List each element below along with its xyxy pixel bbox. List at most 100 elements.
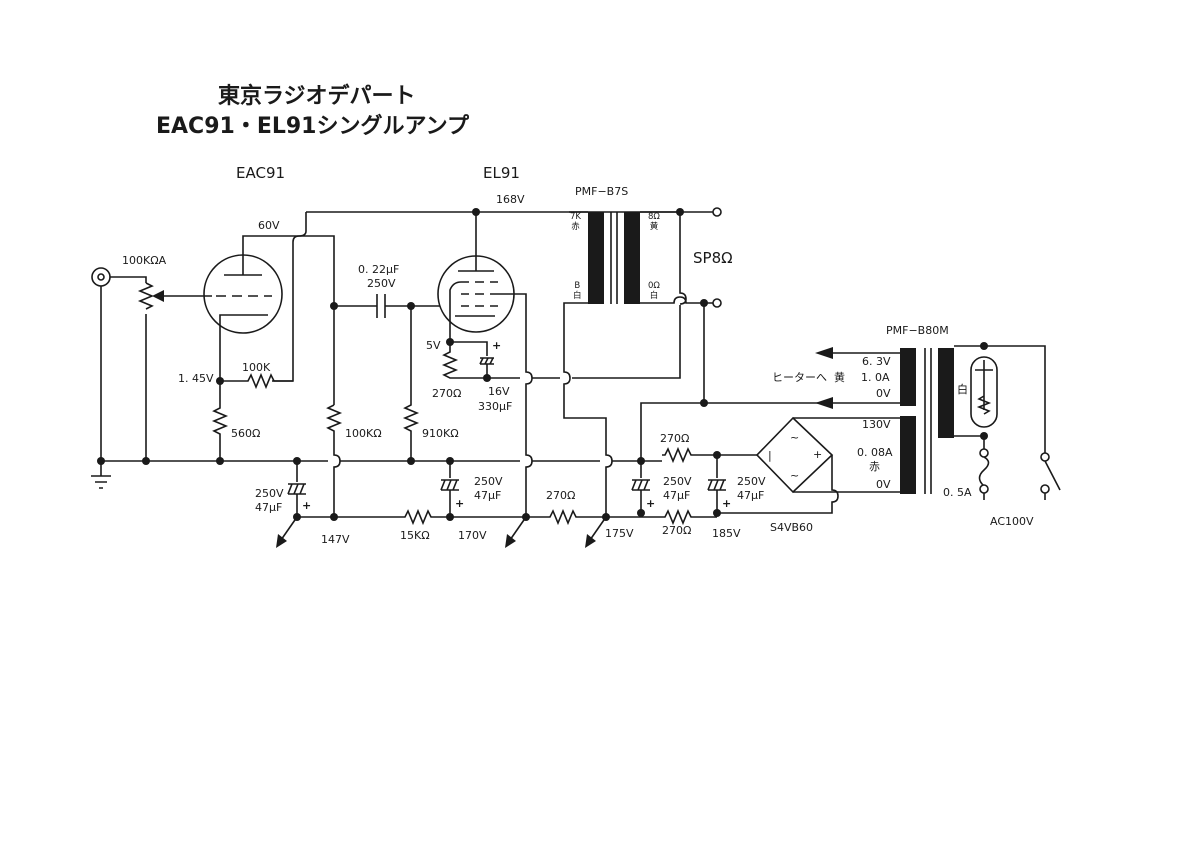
bridge-ac: ~ (790, 469, 800, 482)
bridge-plus: + (813, 448, 823, 461)
title-line1: 東京ラジオデパート (218, 84, 416, 109)
eac91-cathode (219, 314, 268, 381)
ht-voltage: 130V (862, 418, 891, 431)
cap3-value: 47μF (663, 489, 691, 502)
plus-mark: + (302, 499, 312, 512)
coupling-cap-voltage: 250V (367, 277, 396, 290)
coupling-cap-value: 0. 22μF (358, 263, 400, 276)
volume-label: 100KΩA (122, 254, 167, 267)
ground-symbol (91, 461, 111, 489)
filter-cap-4 (707, 455, 726, 513)
cathode-resistor-270-label: 270Ω (432, 387, 462, 400)
tube-label-el91: EL91 (483, 164, 520, 182)
v2-plate-voltage: 168V (496, 193, 525, 206)
ht-0v: 0V (876, 478, 891, 491)
filter-cap-1 (287, 461, 306, 517)
cap3-voltage: 250V (663, 475, 692, 488)
cap2-value: 47μF (474, 489, 502, 502)
title-line2: EAC91・EL91シングルアンプ (156, 114, 469, 139)
mains-label: AC100V (990, 515, 1034, 528)
plate1-load-wire (299, 235, 335, 405)
cap4-voltage: 250V (737, 475, 766, 488)
heater-current: 1. 0A (861, 371, 890, 384)
grid-resistor-910k (402, 306, 420, 461)
filter-cap-3 (631, 461, 650, 513)
input-jack (91, 267, 111, 287)
sp-return-wire (640, 296, 713, 304)
screen-wire (498, 293, 533, 517)
chassis-arrow-icon (276, 534, 287, 548)
volume-pot (137, 282, 155, 310)
plus-mark: + (722, 497, 732, 510)
decouple-15k-label: 15KΩ (400, 529, 430, 542)
ht-color: 赤 (869, 460, 880, 473)
cathode-resistor-560-label: 560Ω (231, 427, 261, 440)
bridge-ac: ~ (790, 431, 800, 444)
tube-label-eac91: EAC91 (236, 164, 286, 182)
pt-primary-winding (938, 348, 954, 438)
bypass-cap-value: 330μF (478, 400, 513, 413)
cap4-value: 47μF (737, 489, 765, 502)
plus-mark: + (492, 339, 502, 352)
plate-load-label: 100KΩ (345, 427, 382, 440)
chassis-arrow-icon (585, 534, 596, 548)
v1-cathode-voltage: 1. 45V (178, 372, 214, 385)
plate-load-resistor-100k (325, 404, 343, 517)
cathode-resistor-560 (211, 381, 229, 461)
plus-mark: + (646, 497, 656, 510)
heater-0v-return (640, 402, 825, 461)
ot-primary-core (588, 212, 604, 304)
el91-grids (461, 281, 498, 307)
feedback-resistor-label: 100K (242, 361, 271, 374)
pt-model: PMF−B80M (886, 324, 949, 337)
fuse (978, 456, 990, 487)
pt-lamination (924, 348, 932, 494)
fuse-label: 0. 5A (943, 486, 972, 499)
b-plus-chain (297, 508, 717, 526)
el91-g3-tie (449, 281, 462, 342)
feedback-wire (272, 235, 300, 382)
plus-mark: + (455, 497, 465, 510)
cathode-resistor-270 (441, 342, 487, 379)
heater-0v: 0V (876, 387, 891, 400)
b4-voltage: 185V (712, 527, 741, 540)
cap2-voltage: 250V (474, 475, 503, 488)
ot-lamination (610, 212, 618, 304)
ripple-resistor (662, 446, 757, 464)
cathode-return-wire (487, 305, 681, 379)
decouple-270-label: 270Ω (546, 489, 576, 502)
ripple2-resistor-label: 270Ω (662, 524, 692, 537)
heater-arrow-icon (815, 347, 833, 359)
rectifier-plus-wire (717, 455, 839, 514)
ot-secondary-core (624, 212, 640, 304)
heater-to-label: ヒーターへ (772, 371, 827, 384)
plate1-hop (298, 212, 307, 237)
rectifier-label: S4VB60 (770, 521, 814, 534)
cap1-value: 47μF (255, 501, 283, 514)
pilot-lamp (970, 356, 998, 428)
coupling-capacitor (334, 294, 411, 318)
pt-primary-color: 白 (957, 383, 968, 396)
ht-current: 0. 08A (857, 446, 893, 459)
filter-cap-2 (440, 461, 459, 517)
heater-color: 黄 (834, 371, 845, 384)
sp-terminal-hot (712, 207, 722, 217)
ot-primary-b-wire (563, 302, 613, 517)
b1-voltage: 147V (321, 533, 350, 546)
cap1-voltage: 250V (255, 487, 284, 500)
bypass-cap-voltage: 16V (488, 385, 510, 398)
feedback-resistor (220, 372, 293, 390)
input-hot-wire (110, 276, 147, 283)
cathode-bypass-cap (450, 341, 494, 378)
v2-cathode-voltage: 5V (426, 339, 441, 352)
ripple-resistor-label: 270Ω (660, 432, 690, 445)
ot-model: PMF−B7S (575, 185, 629, 198)
pt-ht-winding (900, 416, 916, 494)
power-switch (1044, 460, 1061, 491)
heater-arrow-icon (815, 397, 833, 409)
